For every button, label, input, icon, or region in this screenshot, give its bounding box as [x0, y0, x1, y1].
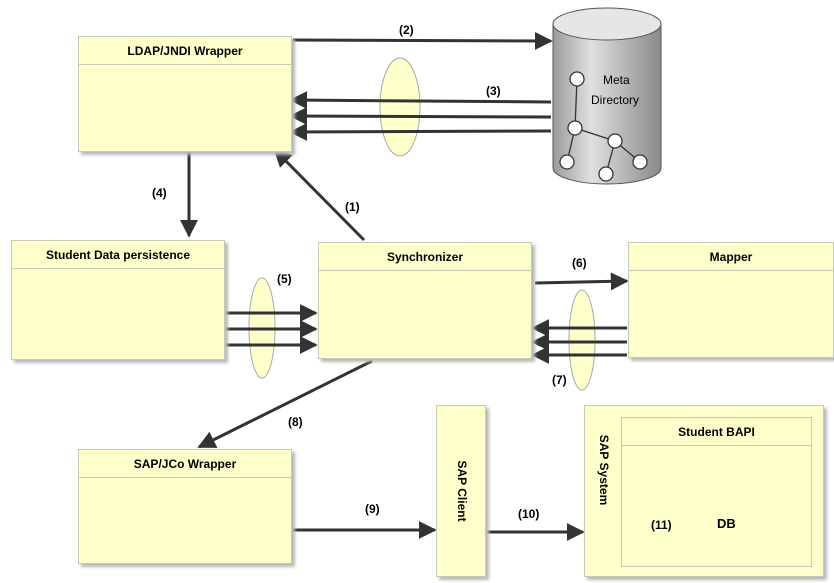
ldap-jndi-wrapper-box: LDAP/JNDI Wrapper — [78, 36, 292, 152]
mapper-title: Mapper — [629, 243, 833, 271]
synchronizer-title: Synchronizer — [319, 243, 531, 271]
connector-ellipse-3 — [379, 57, 421, 157]
sap-system-box: Student BAPI — [584, 405, 824, 577]
sap-system-label: SAP System — [597, 434, 611, 506]
arrow-6 — [534, 272, 629, 291]
sap-jco-wrapper-title: SAP/JCo Wrapper — [79, 450, 291, 478]
arrow-2 — [292, 31, 553, 50]
arrow-3c — [289, 122, 552, 141]
step-label-10: (10) — [518, 507, 540, 521]
step-label-4: (4) — [152, 186, 167, 200]
step-label-5: (5) — [277, 272, 292, 286]
db-label: DB — [717, 516, 736, 531]
student-bapi-title: Student BAPI — [622, 418, 811, 446]
step-label-8: (8) — [288, 415, 303, 429]
ldap-jndi-wrapper-title: LDAP/JNDI Wrapper — [79, 37, 291, 65]
step-label-3: (3) — [486, 84, 501, 98]
arrow-8 — [197, 359, 373, 449]
sap-jco-wrapper-box: SAP/JCo Wrapper — [78, 449, 292, 564]
step-label-9: (9) — [365, 502, 380, 516]
student-bapi-box: Student BAPI — [621, 417, 812, 567]
student-data-persistence-title: Student Data persistence — [12, 241, 224, 269]
meta-directory-label-line1: Meta — [603, 73, 630, 87]
connector-ellipse-7 — [568, 289, 596, 391]
sap-client-label: SAP Client — [455, 460, 469, 522]
step-label-6: (6) — [572, 256, 587, 270]
step-label-7: (7) — [552, 373, 567, 387]
meta-directory-label-line2: Directory — [591, 93, 640, 107]
step-label-2: (2) — [399, 23, 414, 37]
step-label-1: (1) — [345, 200, 360, 214]
meta-directory-cylinder — [552, 7, 662, 185]
student-data-persistence-box: Student Data persistence — [11, 240, 225, 360]
arrow-1 — [273, 148, 366, 242]
tree-icon — [559, 71, 648, 182]
mapper-box: Mapper — [628, 242, 834, 358]
arrow-3b — [289, 107, 552, 126]
step-label-11: (11) — [651, 518, 672, 532]
arrow-3a — [289, 91, 552, 110]
synchronizer-box: Synchronizer — [318, 242, 532, 359]
sap-client-box — [436, 405, 486, 577]
